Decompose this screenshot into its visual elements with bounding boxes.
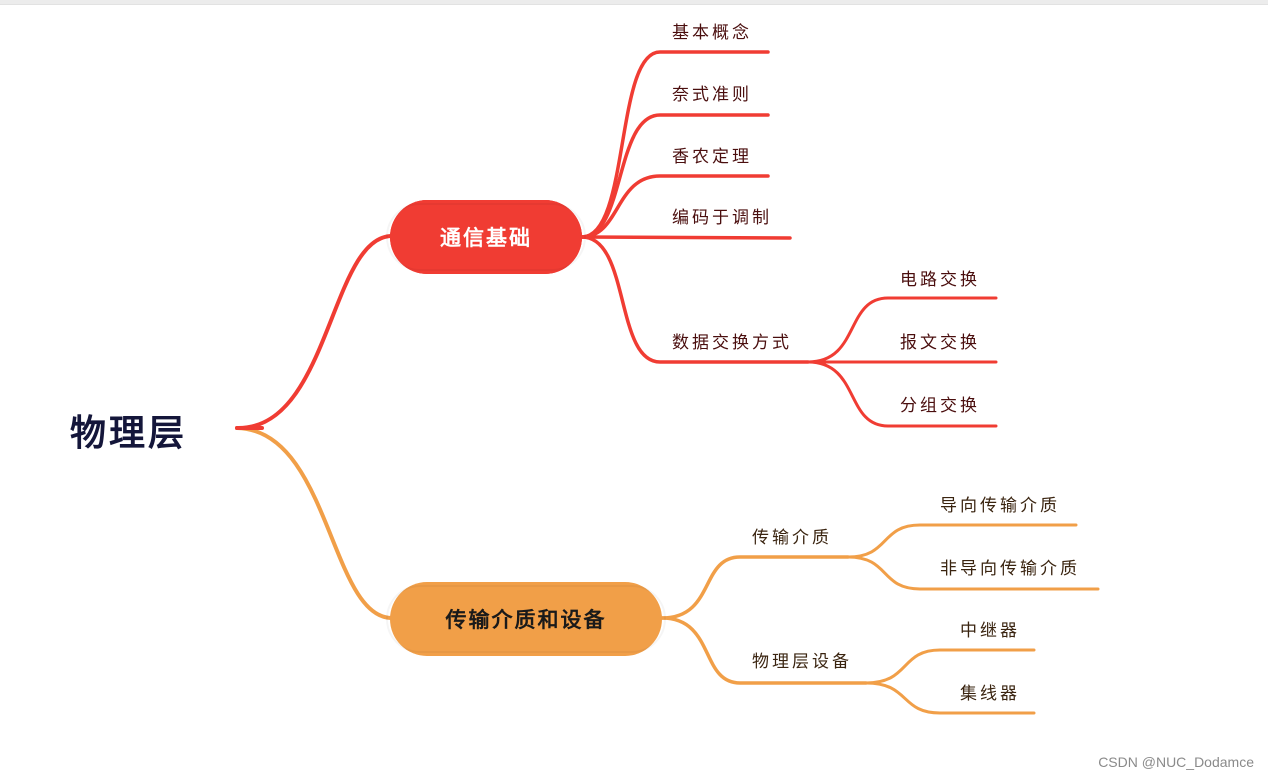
node-physical-devices[interactable]: 物理层设备 xyxy=(752,652,852,672)
top-border xyxy=(0,0,1268,5)
branch-transmission-media-devices[interactable]: 传输介质和设备 xyxy=(386,582,666,656)
edge-tm-2 xyxy=(846,555,1100,591)
branch-communication-basics[interactable]: 通信基础 xyxy=(386,200,586,274)
edge-root-media xyxy=(235,426,394,620)
node-unguided-media[interactable]: 非导向传输介质 xyxy=(940,559,1080,579)
edge-ex-1 xyxy=(806,296,998,364)
branch-label: 通信基础 xyxy=(440,226,532,250)
edge-comm-3 xyxy=(580,174,770,239)
watermark: CSDN @NUC_Dodamce xyxy=(1098,754,1254,770)
edge-root-comm xyxy=(235,234,394,431)
edge-dev-2 xyxy=(864,681,1036,715)
edge-ex-3 xyxy=(806,360,998,428)
edge-dev-1 xyxy=(864,648,1036,685)
edge-media-1 xyxy=(660,555,850,620)
edge-comm-4 xyxy=(580,235,792,240)
edge-comm-2 xyxy=(580,113,770,239)
node-encoding-modulation[interactable]: 编码于调制 xyxy=(672,208,772,228)
node-hub[interactable]: 集线器 xyxy=(960,684,1020,704)
branch-label: 传输介质和设备 xyxy=(445,608,607,632)
node-basic-concepts[interactable]: 基本概念 xyxy=(672,23,752,43)
node-nyquist[interactable]: 奈式准则 xyxy=(672,85,752,105)
node-transmission-media[interactable]: 传输介质 xyxy=(752,528,832,548)
node-guided-media[interactable]: 导向传输介质 xyxy=(940,496,1060,516)
edge-comm-5 xyxy=(580,235,810,364)
edge-tm-1 xyxy=(846,523,1078,559)
node-repeater[interactable]: 中继器 xyxy=(960,621,1020,641)
node-data-exchange[interactable]: 数据交换方式 xyxy=(672,333,792,353)
node-circuit-switching[interactable]: 电路交换 xyxy=(900,270,980,290)
root-node[interactable]: 物理层 xyxy=(70,413,188,454)
node-packet-switching[interactable]: 分组交换 xyxy=(900,396,980,416)
edge-media-2 xyxy=(660,616,868,685)
node-shannon[interactable]: 香农定理 xyxy=(672,147,752,167)
node-message-switching[interactable]: 报文交换 xyxy=(900,333,980,353)
